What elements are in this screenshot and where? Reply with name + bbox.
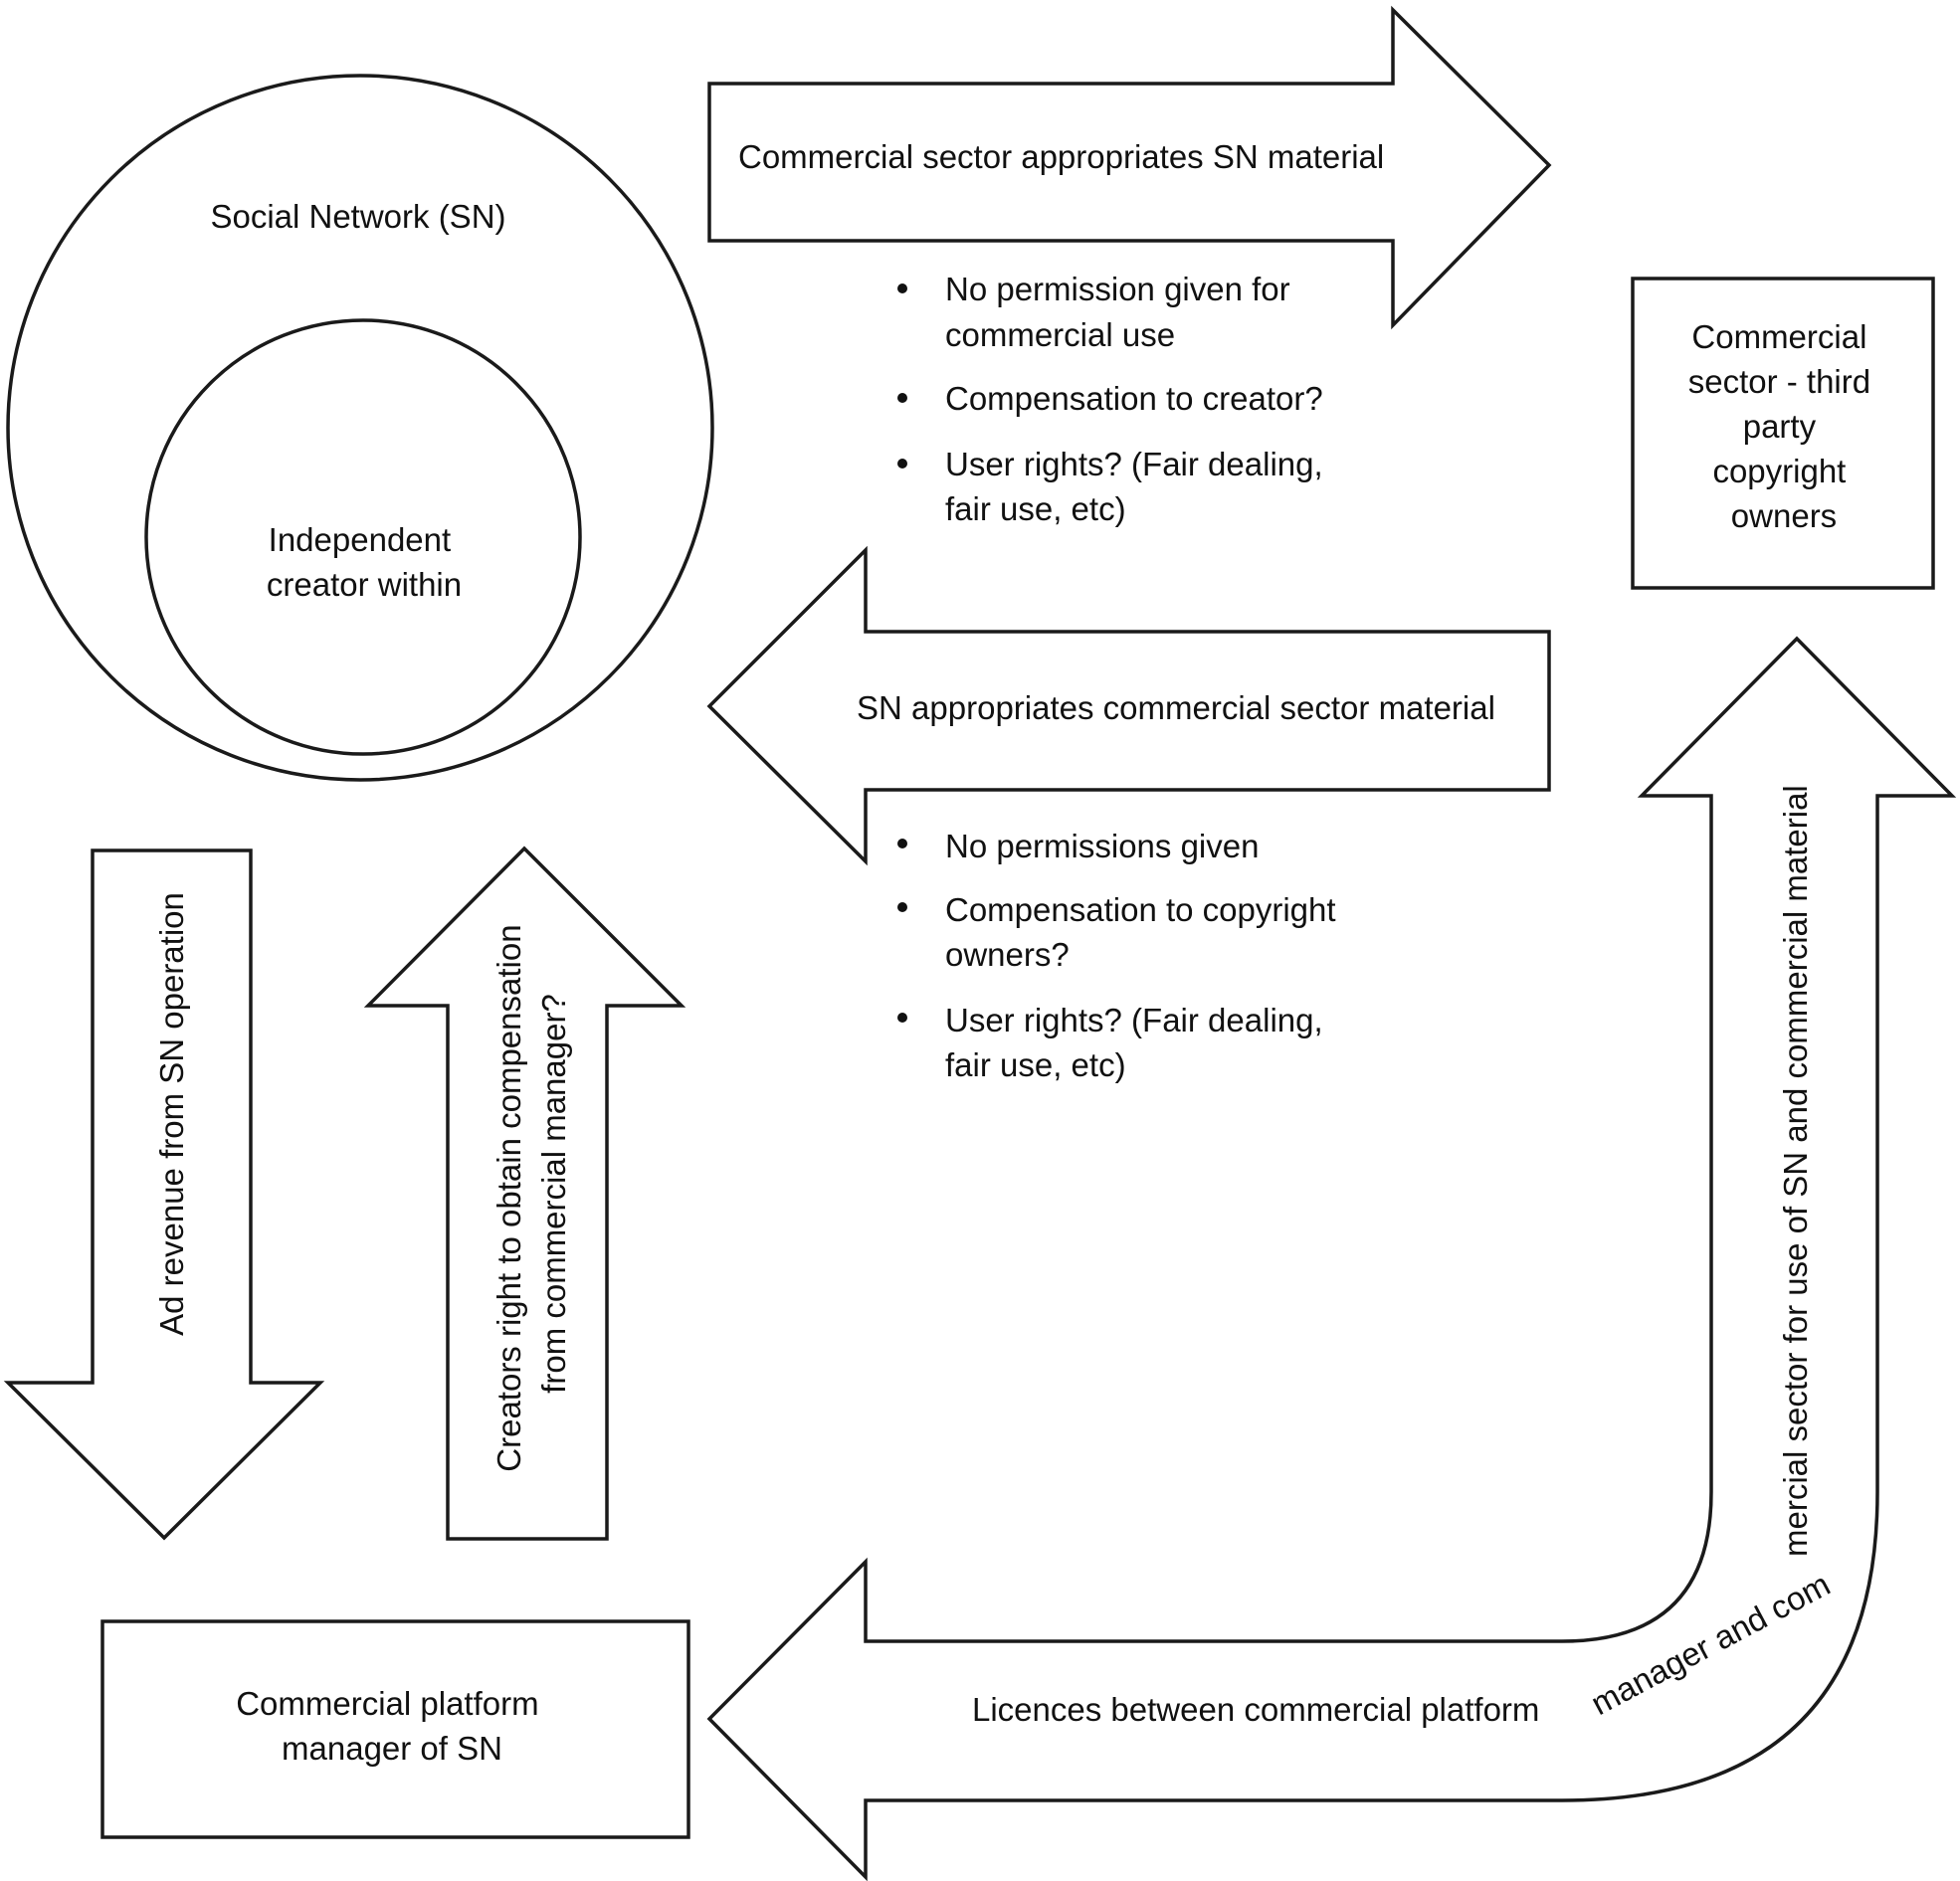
- bullet-item-line: Compensation to copyright: [945, 891, 1336, 928]
- arrow-label: Ad revenue from SN operation: [153, 892, 190, 1336]
- bullet-item-line: No permissions given: [945, 828, 1259, 864]
- bullet-item: Compensation to copyright owners?: [945, 891, 1345, 973]
- independent-creator-label-line: Independent: [269, 521, 452, 558]
- commercial-sector-box: Commercial sector - third party copyrigh…: [1631, 277, 1935, 590]
- commercial-sector-rect: [1631, 277, 1935, 590]
- platform-manager-label: Commercial platform manager of SN: [236, 1685, 548, 1767]
- bullet-item-line: No permission given for: [945, 271, 1290, 307]
- arrow-commercial-to-sn: SN appropriates commercial sector materi…: [706, 545, 1551, 1083]
- bullet-dot: [897, 1013, 907, 1023]
- bullet-dot: [897, 459, 907, 469]
- platform-manager-box: Commercial platform manager of SN: [100, 1619, 690, 1839]
- bullet-item-line: owners?: [945, 936, 1070, 973]
- bullet-item-line: User rights? (Fair dealing,: [945, 446, 1323, 482]
- curved-arrow-shape: [706, 636, 1957, 1881]
- bullet-item: No permissions given: [945, 828, 1259, 864]
- independent-creator-label-line: creator within: [267, 566, 462, 603]
- bullet-item: User rights? (Fair dealing, fair use, et…: [945, 1002, 1332, 1083]
- arrow-label: Commercial sector appropriates SN materi…: [738, 138, 1384, 175]
- arrow-label-line: Creators right to obtain compensation: [490, 924, 527, 1471]
- up-arrow-shape: [363, 846, 686, 1541]
- commercial-sector-label-line: owners: [1731, 497, 1837, 534]
- right-arrow-shape: [707, 5, 1552, 330]
- platform-manager-rect: [100, 1619, 690, 1839]
- bullet-item-line: User rights? (Fair dealing,: [945, 1002, 1323, 1038]
- left-arrow-shape: [706, 545, 1551, 866]
- bullet-dot: [897, 902, 907, 912]
- bullet-item-line: commercial use: [945, 316, 1175, 353]
- arrow-ad-revenue: Ad revenue from SN operation: [3, 848, 325, 1541]
- commercial-sector-label-line: sector - third: [1688, 363, 1870, 400]
- commercial-sector-label-line: Commercial: [1691, 318, 1866, 355]
- bullet-dot: [897, 283, 907, 293]
- bullet-item-line: fair use, etc): [945, 490, 1126, 527]
- arrow-licences: Licences between commercial platform man…: [706, 636, 1957, 1881]
- bullet-item: Compensation to creator?: [945, 380, 1323, 417]
- bullet-dot: [897, 839, 907, 848]
- commercial-sector-label-line: copyright: [1712, 453, 1846, 489]
- commercial-sector-label-line: party: [1743, 408, 1817, 445]
- bullet-item-line: Compensation to creator?: [945, 380, 1323, 417]
- arrow-label: SN appropriates commercial sector materi…: [857, 689, 1495, 726]
- independent-creator-label: Independent creator within: [267, 521, 462, 603]
- platform-manager-label-line: Commercial platform: [236, 1685, 538, 1722]
- bullet-list: No permissions given Compensation to cop…: [897, 828, 1345, 1083]
- bullet-item: User rights? (Fair dealing, fair use, et…: [945, 446, 1332, 527]
- arrow-label-vertical: mercial sector for use of SN and commerc…: [1777, 785, 1814, 1557]
- bullet-item-line: fair use, etc): [945, 1046, 1126, 1083]
- bullet-list: No permission given for commercial use C…: [897, 271, 1332, 527]
- independent-creator-circle: [144, 318, 582, 756]
- arrow-label: Creators right to obtain compensation fr…: [490, 915, 572, 1471]
- arrow-label-line: from commercial manager?: [535, 994, 572, 1394]
- platform-manager-label-line: manager of SN: [282, 1730, 502, 1767]
- social-network-group: Social Network (SN) Independent creator …: [6, 74, 714, 782]
- arrow-label-horizontal: Licences between commercial platform: [972, 1691, 1539, 1728]
- commercial-sector-label: Commercial sector - third party copyrigh…: [1688, 318, 1880, 534]
- down-arrow-shape: [3, 848, 325, 1541]
- bullet-dot: [897, 393, 907, 403]
- arrow-sn-to-commercial: Commercial sector appropriates SN materi…: [707, 5, 1552, 527]
- arrow-creators-right: Creators right to obtain compensation fr…: [363, 846, 686, 1541]
- social-network-label: Social Network (SN): [210, 198, 505, 235]
- bullet-item: No permission given for commercial use: [945, 271, 1299, 353]
